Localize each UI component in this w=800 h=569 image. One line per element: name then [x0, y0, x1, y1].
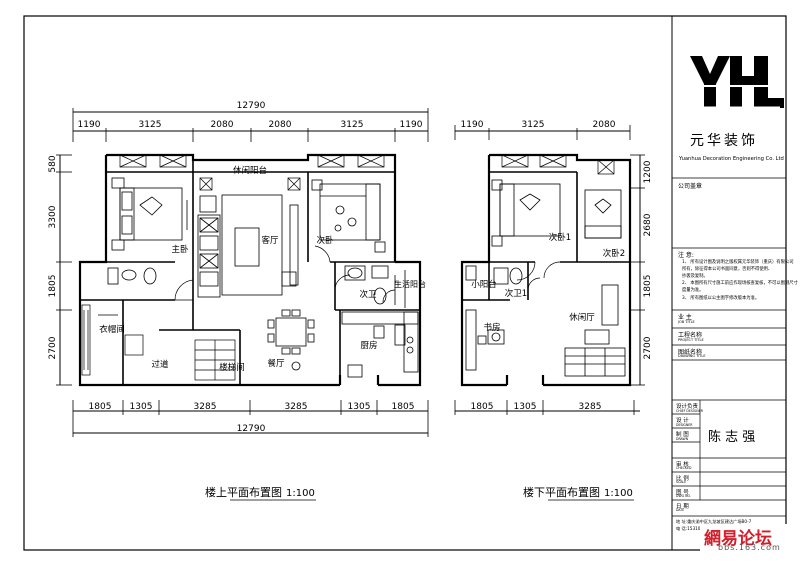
upper-left-dim: 1805: [48, 275, 58, 298]
sheet-label: 图纸名称: [678, 349, 703, 356]
scale-label-en: SCALE: [676, 480, 687, 484]
lower-right-dim: 1200: [643, 160, 653, 183]
watermark-url: bbs.163.com: [718, 543, 781, 552]
company-name-cn: 元华装饰: [690, 133, 758, 149]
date-label-en: DATE: [676, 508, 685, 512]
room-label-small-balcony: 小阳台: [471, 279, 497, 290]
project-label: 工程名称: [678, 332, 703, 339]
upper-left-dim: 580: [48, 155, 58, 172]
owner-label: 业 主: [678, 314, 692, 321]
room-label-service-balcony: 生活阳台: [394, 279, 426, 289]
room-label-corridor: 过道: [151, 359, 169, 370]
upper-top-dim: 1190: [78, 120, 101, 130]
upper-top-dim: 3125: [139, 120, 162, 130]
note-line: 度量为准。: [682, 288, 704, 293]
lower-plan-scale: 1:100: [604, 488, 633, 499]
room-label-cloakroom: 衣帽间: [99, 324, 125, 335]
date-label: 日 期: [676, 504, 689, 510]
company-address: 地 址:重庆渝中区九龙坡区建达广场B0-7: [676, 519, 752, 524]
room-label-dining-room: 餐厅: [267, 359, 285, 369]
upper-left-dim: 2700: [48, 336, 58, 359]
note-line: 2、 本图所有尺寸施工前应作现场核查复核，不可以图测尺寸: [682, 281, 798, 286]
note-line: 所有，除征得本公司书面同意，否则不得使用、: [682, 267, 773, 272]
lower-plan-labels: 1190 3125 2080 1805 1305 3285 1200 2680 …: [461, 120, 653, 499]
scale-label: 比 例: [676, 476, 689, 482]
lower-plan-title: 楼下平面布置图: [523, 485, 600, 499]
company-name-en: Yuanhua Decoration Engineering Co. Ltd: [679, 156, 784, 162]
lower-bottom-dim: 3285: [579, 402, 602, 412]
room-label-second-bedroom-2: 次卧2: [603, 248, 625, 259]
upper-plan-title: 楼上平面布置图: [205, 485, 282, 499]
lower-top-dim: 3125: [522, 120, 545, 130]
upper-bottom-dim: 1805: [89, 402, 112, 412]
room-label-leisure-hall: 休闲厅: [569, 312, 595, 323]
upper-left-dim: 3300: [48, 205, 58, 228]
room-label-leisure-balcony: 休闲阳台: [233, 165, 267, 176]
lower-bottom-dim: 1305: [514, 402, 537, 412]
company-phone: 电 话:15310085881: [676, 526, 717, 531]
upper-top-total-dim: 12790: [237, 101, 266, 111]
note-line: 1、 所有设计图及说明之版权属元华装饰（重庆）有限公司: [682, 260, 794, 265]
sheet-no-label: 图 号: [676, 490, 689, 496]
watermark-text: 網易论坛: [704, 529, 772, 549]
company-stamp-label: 公司盖章: [678, 183, 703, 190]
room-label-master-bedroom: 主卧: [171, 244, 189, 255]
upper-bottom-dim: 1305: [348, 402, 371, 412]
note-line: 3、 所有图纸以公主图字修改版本为准。: [682, 296, 760, 301]
room-label-kitchen: 厨房: [360, 340, 377, 351]
upper-top-dim: 1190: [400, 120, 423, 130]
upper-plan-scale: 1:100: [286, 488, 315, 499]
lower-right-dim: 1805: [643, 275, 653, 298]
designer-label-en: CHIEF DESIGNER: [676, 409, 703, 413]
lower-bottom-dim: 1805: [471, 402, 494, 412]
upper-plan-labels: 12790 1190 3125 2080 2080 3125 1190 1805…: [48, 101, 426, 499]
upper-top-dim: 3125: [341, 120, 364, 130]
lower-top-dim: 1190: [461, 120, 484, 130]
upper-bottom-dim: 1805: [392, 402, 415, 412]
design-label-en: DESIGNER: [676, 423, 693, 427]
draw-label: 制 图: [676, 432, 689, 438]
upper-top-dim: 2080: [269, 120, 292, 130]
lower-top-dim: 2080: [593, 120, 616, 130]
lower-plan: [454, 125, 645, 415]
upper-bottom-dim: 1305: [130, 402, 153, 412]
room-label-second-bedroom-1: 次卧1: [549, 232, 571, 243]
company-logo: [680, 56, 784, 110]
designer-name: 陈 志 强: [708, 430, 756, 445]
sheet-label-en: DRAWING TITLE: [678, 354, 706, 358]
lower-right-dim: 2700: [643, 336, 653, 359]
sheet-no-label-en: DWG NO.: [676, 494, 691, 498]
review-label: 审 核: [676, 462, 689, 468]
upper-plan: [56, 108, 429, 437]
draw-label-en: DRAWN: [676, 437, 689, 441]
title-block-grid: [672, 177, 786, 517]
watermark-badge: 網易论坛 bbs.163.com: [700, 524, 792, 552]
owner-label-en: JOB TITLE: [678, 320, 695, 324]
room-label-study: 书房: [483, 322, 500, 333]
room-label-stairwell: 楼梯间: [219, 362, 245, 373]
project-label-en: PROJECT TITLE: [678, 338, 704, 342]
lower-right-dim: 2680: [643, 213, 653, 236]
review-label-en: CHECKED: [676, 466, 692, 470]
room-label-second-bath-1: 次卫1: [505, 288, 527, 299]
notes-title: 注 意:: [678, 252, 694, 259]
upper-top-dim: 2080: [211, 120, 234, 130]
sheet-border: [23, 15, 787, 551]
upper-bottom-dim: 3285: [194, 402, 217, 412]
design-label: 设 计: [676, 418, 689, 424]
note-line: 抄袭及复制。: [682, 274, 708, 279]
upper-bottom-dim: 3285: [285, 402, 308, 412]
room-label-living-room: 客厅: [261, 235, 279, 246]
upper-bottom-total-dim: 12790: [237, 424, 266, 434]
room-label-second-bath: 次卫: [359, 289, 377, 300]
designer-label: 设计负责: [676, 404, 699, 410]
room-label-second-bedroom: 次卧: [316, 235, 334, 246]
